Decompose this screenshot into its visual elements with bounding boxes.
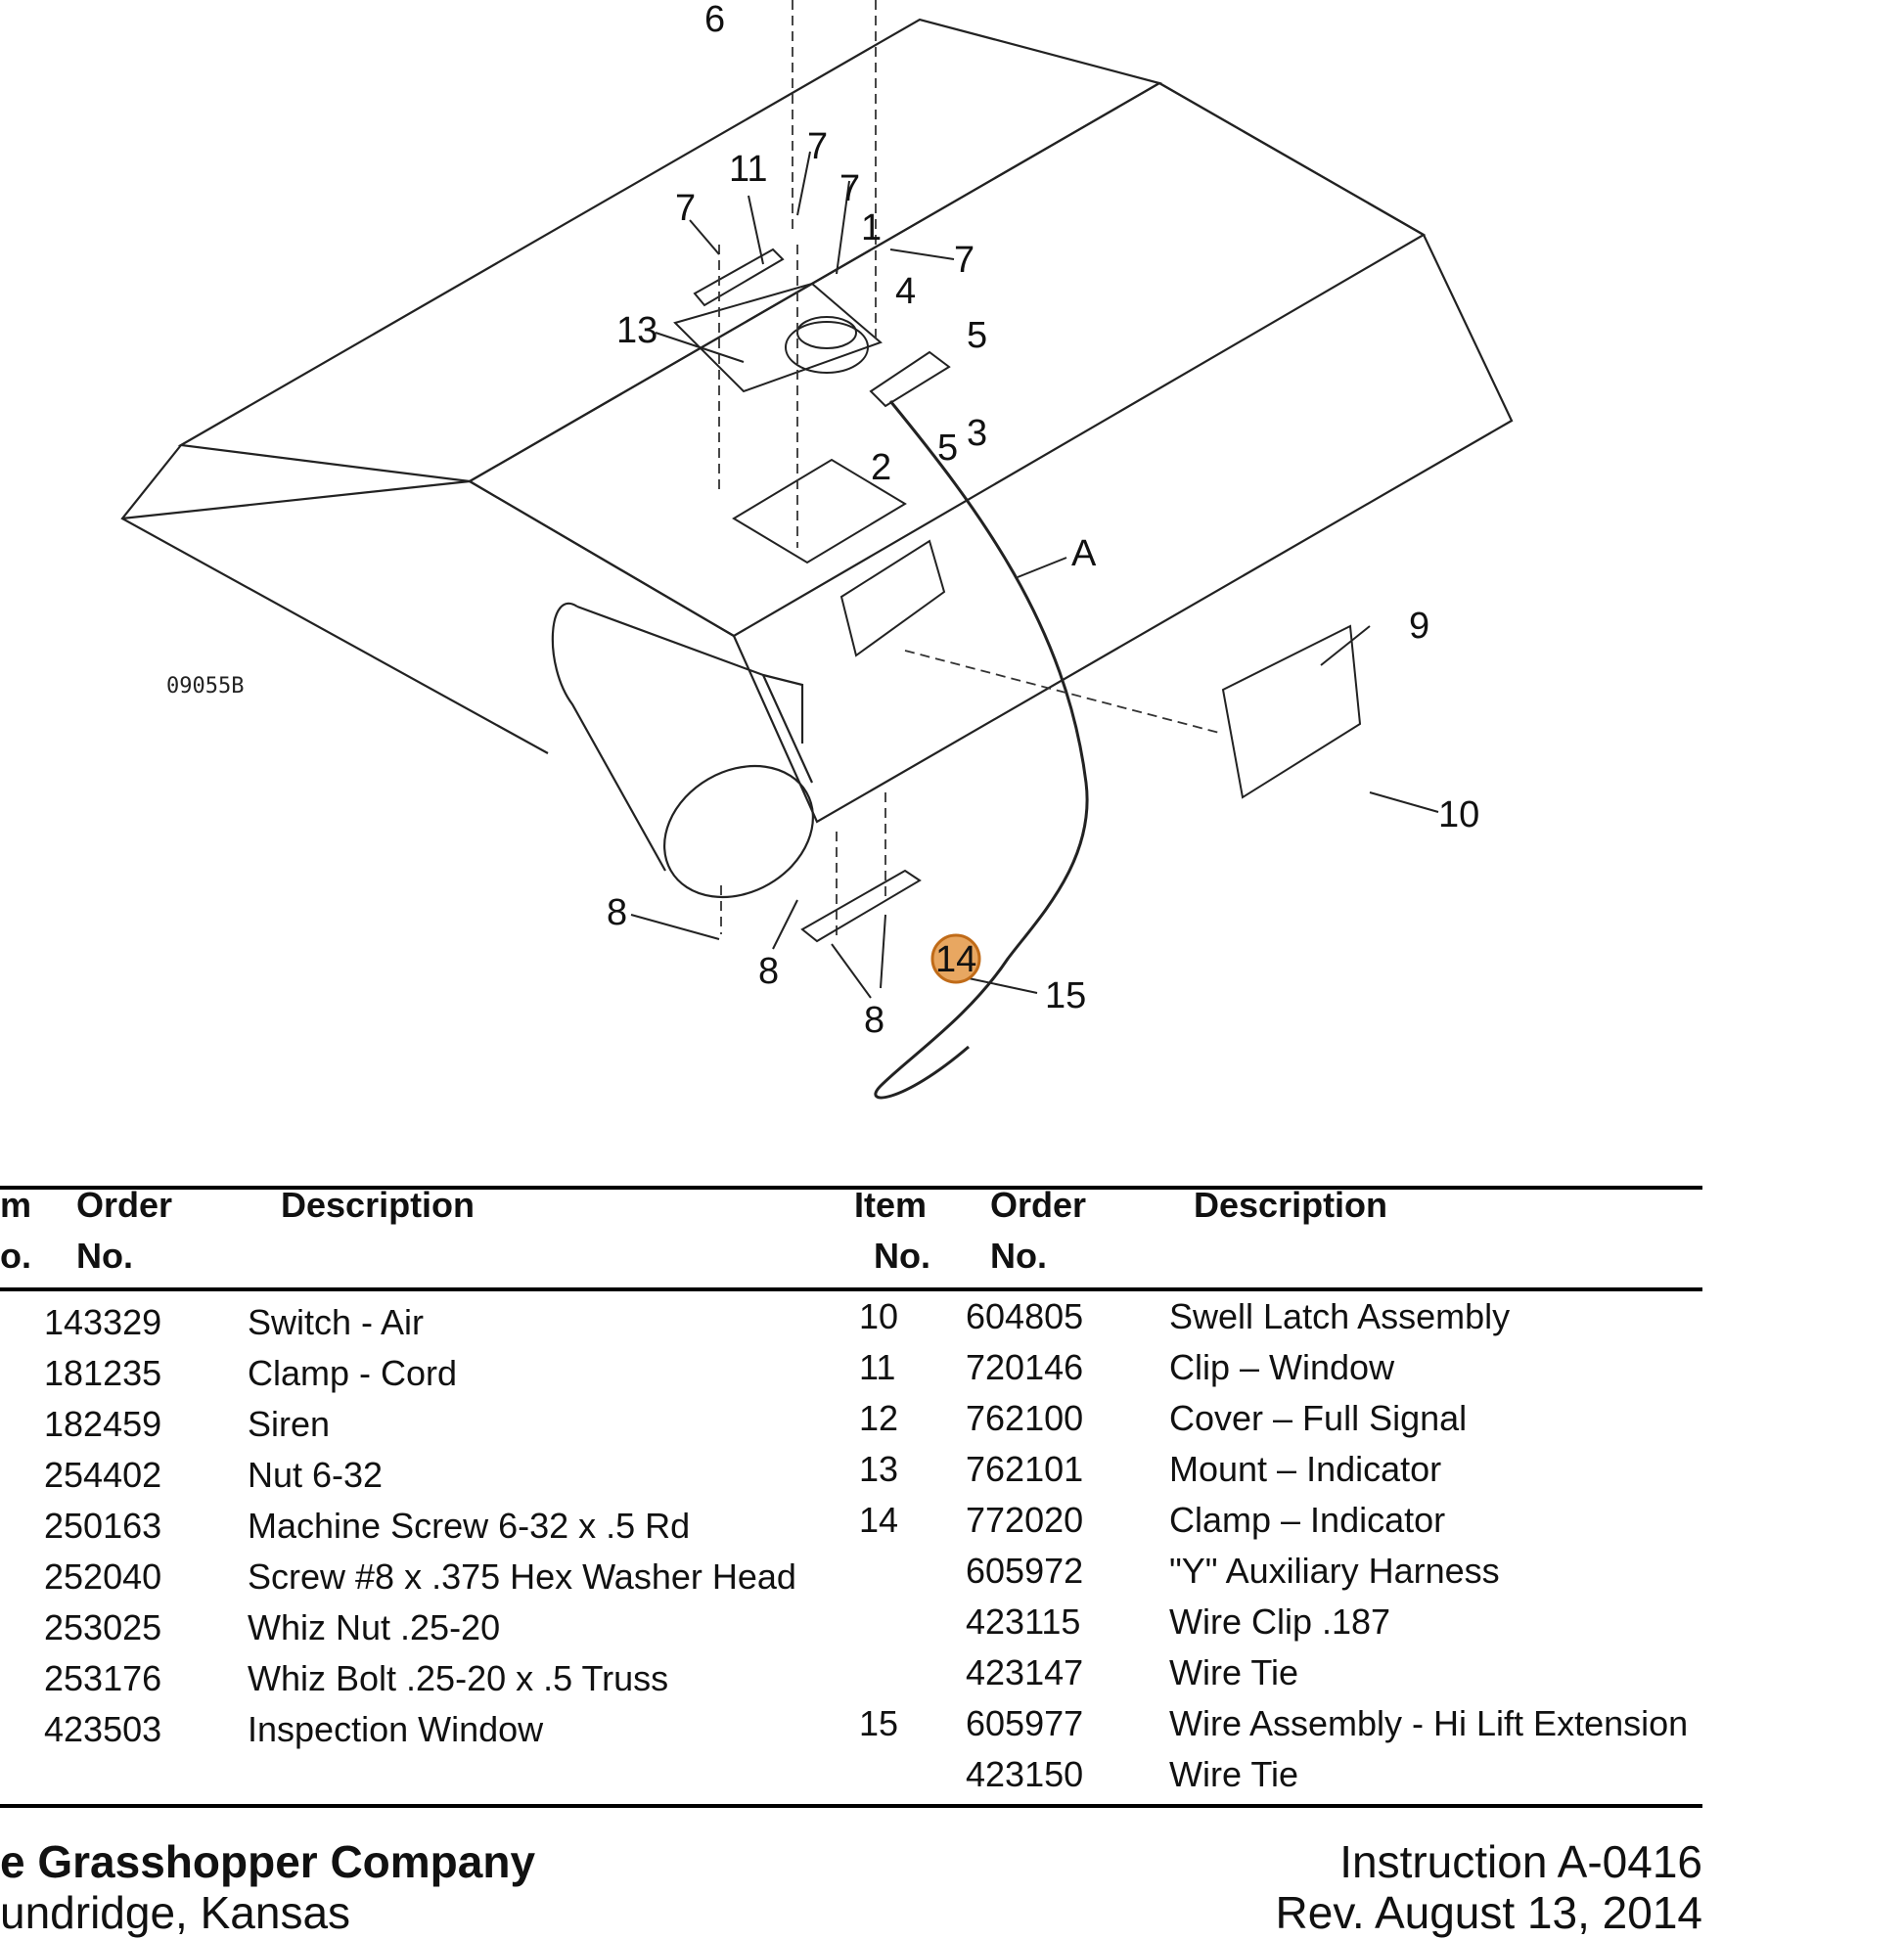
left-row-description: Screw #8 x .375 Hex Washer Head	[248, 1556, 796, 1597]
left-row-order: 253025	[44, 1607, 162, 1647]
callout-5b: 5	[937, 428, 958, 469]
callout-1: 1	[861, 207, 882, 248]
callout-8b: 8	[758, 951, 779, 992]
highlight-marker	[930, 933, 981, 984]
table-top-rule	[0, 1186, 1702, 1190]
header-item: m	[0, 1185, 32, 1225]
header-item-no-right: No.	[874, 1236, 930, 1276]
left-row-description: Clamp - Cord	[248, 1353, 458, 1393]
right-row-item: 12	[859, 1398, 899, 1438]
bottom-bracket	[800, 869, 922, 943]
left-row-order: 254402	[44, 1455, 162, 1495]
left-row-description: Siren	[248, 1404, 331, 1444]
right-row-description: Clamp – Indicator	[1169, 1500, 1446, 1540]
left-row-order: 143329	[44, 1302, 162, 1342]
instruction-number: Instruction A-0416	[1339, 1836, 1702, 1887]
right-row-item: 14	[859, 1500, 899, 1540]
callout-7a: 7	[675, 188, 696, 229]
header-description: Description	[281, 1185, 476, 1225]
right-row-order: 604805	[966, 1296, 1084, 1336]
left-row-order: 182459	[44, 1404, 162, 1444]
top-mount-parts	[673, 248, 951, 408]
right-row-order: 762100	[966, 1398, 1084, 1438]
left-row-description: Switch - Air	[248, 1302, 425, 1342]
callout-13: 13	[616, 310, 657, 351]
right-row-item: 15	[859, 1703, 899, 1743]
callout-2: 2	[871, 447, 891, 488]
header-order-no: No.	[76, 1236, 133, 1276]
callout-7d: 7	[954, 240, 975, 281]
right-row-description: "Y" Auxiliary Harness	[1169, 1551, 1500, 1591]
callout-A: A	[1071, 533, 1097, 574]
right-row-description: Cover – Full Signal	[1169, 1398, 1468, 1438]
left-row-description: Whiz Nut .25-20	[248, 1607, 501, 1647]
hopper-body	[120, 18, 1514, 824]
right-row-order: 605972	[966, 1551, 1084, 1591]
right-row-order: 720146	[966, 1347, 1084, 1387]
exploded-parts-diagram: 6 7 11 7 7 1 7 4 5 13 2 5 3 A 9 10 8 8 8…	[120, 0, 1514, 1100]
header-order: Order	[76, 1185, 173, 1225]
left-row-order: 252040	[44, 1556, 162, 1597]
left-row-description: Whiz Bolt .25-20 x .5 Truss	[248, 1658, 669, 1698]
right-row-description: Wire Tie	[1169, 1652, 1299, 1692]
callout-9: 9	[1409, 606, 1429, 647]
right-row-order: 605977	[966, 1703, 1084, 1743]
callout-4: 4	[895, 271, 916, 312]
callout-3: 3	[967, 413, 987, 454]
header-order-no-right: No.	[990, 1236, 1047, 1276]
right-row-item: 11	[859, 1347, 896, 1387]
callout-14: 14	[935, 939, 976, 980]
right-row-description: Mount – Indicator	[1169, 1449, 1442, 1489]
header-item-no: o.	[0, 1236, 31, 1276]
right-row-item: 13	[859, 1449, 899, 1489]
right-row-order: 772020	[966, 1500, 1084, 1540]
blower-chute	[551, 602, 815, 899]
wire-cord	[874, 400, 1089, 1100]
diagram-svg: 6 7 11 7 7 1 7 4 5 13 2 5 3 A 9 10 8 8 8…	[120, 0, 1514, 1100]
right-row-description: Wire Tie	[1169, 1754, 1299, 1794]
right-row-description: Wire Clip .187	[1169, 1601, 1391, 1642]
left-row-description: Machine Screw 6-32 x .5 Rd	[248, 1506, 691, 1546]
left-row-description: Nut 6-32	[248, 1455, 384, 1495]
company-name: e Grasshopper Company	[0, 1836, 536, 1887]
right-row-order: 423147	[966, 1652, 1084, 1692]
left-row-order: 181235	[44, 1353, 162, 1393]
callout-10: 10	[1438, 794, 1479, 835]
left-row-description: Inspection Window	[248, 1709, 544, 1749]
right-row-order: 762101	[966, 1449, 1084, 1489]
callout-7b: 7	[807, 126, 828, 167]
company-location: undridge, Kansas	[0, 1887, 351, 1938]
right-row-description: Swell Latch Assembly	[1169, 1296, 1511, 1336]
callout-7c: 7	[839, 168, 860, 209]
callout-6: 6	[704, 0, 725, 40]
header-item-right: Item	[854, 1185, 928, 1225]
table-bottom-rule	[0, 1804, 1702, 1808]
right-row-description: Clip – Window	[1169, 1347, 1395, 1387]
right-row-order: 423115	[966, 1601, 1081, 1642]
leader-lines	[630, 151, 1439, 999]
right-row-order: 423150	[966, 1754, 1084, 1794]
right-row-item: 10	[859, 1296, 899, 1336]
drawing-code: 09055B	[166, 674, 244, 699]
guide-lines	[718, 0, 1224, 939]
table-header-rule	[0, 1287, 1702, 1291]
revision-date: Rev. August 13, 2014	[1275, 1887, 1702, 1938]
callout-8c: 8	[864, 1000, 884, 1041]
callout-5a: 5	[967, 315, 987, 356]
callout-11: 11	[729, 149, 767, 190]
callout-15: 15	[1045, 975, 1086, 1016]
header-description-right: Description	[1194, 1185, 1388, 1225]
left-row-order: 250163	[44, 1506, 162, 1546]
window-openings	[732, 458, 1362, 799]
right-row-description: Wire Assembly - Hi Lift Extension	[1169, 1703, 1689, 1743]
callout-8a: 8	[607, 892, 627, 933]
left-row-order: 423503	[44, 1709, 162, 1749]
left-row-order: 253176	[44, 1658, 162, 1698]
header-order-right: Order	[990, 1185, 1087, 1225]
